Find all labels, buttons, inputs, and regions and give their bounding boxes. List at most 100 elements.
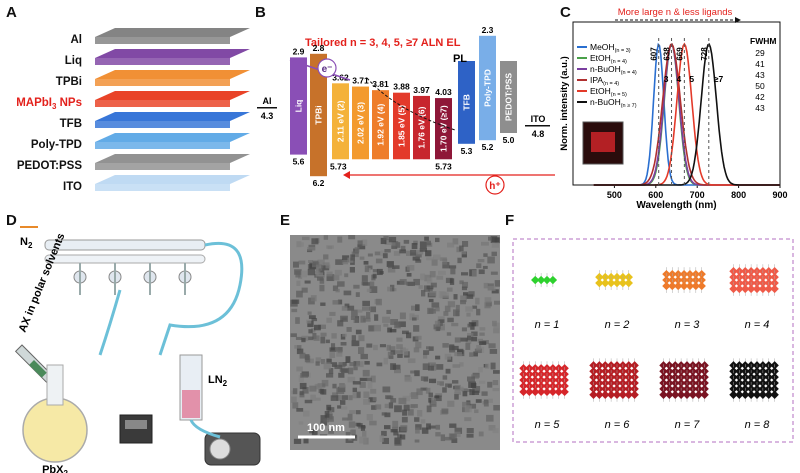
structure-label-6: n = 6 [605,419,631,431]
energy-block-4 [352,86,369,160]
nanoplatelet-626 [494,300,500,305]
nanoplatelet-75 [320,302,326,306]
ln2-liquid [182,390,200,418]
nanoplatelet-605 [415,335,422,340]
transfer-dash [366,77,456,131]
nanoplatelet-502 [298,260,306,265]
nanoplatelet-129 [375,258,383,264]
panel-f-letter: F [505,212,515,229]
nanoplatelet-380 [325,339,330,344]
nanoplatelet-628 [342,333,347,337]
nanoplatelet-414 [415,304,420,311]
nanoplatelet-211 [449,423,457,428]
nanoplatelet-209 [452,238,459,245]
energy-block-bottom-10: 5.2 [482,142,494,152]
nanoplatelet-273 [319,278,325,284]
layer-top-2 [95,49,250,58]
nanoplatelet-30 [421,289,426,297]
energy-block-name-11: PEDOT:PSS [504,73,514,122]
structure-6 [589,358,639,402]
nanoplatelet-316 [366,288,372,293]
legend-entry-1: MeOH(n = 3) [590,42,631,54]
nanoplatelet-638 [486,414,494,422]
nanoplatelet-33 [398,321,406,328]
nanoplatelet-288 [384,403,389,409]
nanoplatelet-215 [416,388,423,396]
energy-block-8 [435,98,452,160]
nanoplatelet-198 [465,343,471,350]
nanoplatelet-116 [437,316,445,323]
nanoplatelet-539 [358,347,365,354]
nanoplatelet-402 [471,336,478,342]
nanoplatelet-41 [331,343,336,351]
nanoplatelet-336 [335,288,340,293]
nanoplatelet-567 [454,394,459,400]
nanoplatelet-304 [383,357,388,365]
energy-block-1 [290,57,307,155]
nanoplatelet-3 [348,395,353,401]
octahedron [548,387,558,397]
nanoplatelet-25 [391,245,398,249]
nanoplatelet-328 [296,348,304,355]
nanoplatelet-247 [313,335,320,341]
nanoplatelet-34 [392,420,399,428]
nanoplatelet-475 [487,286,496,291]
structure-label-2: n = 2 [605,319,630,331]
nanoplatelet-505 [383,323,389,327]
nanoplatelet-531 [308,315,316,319]
nanoplatelet-10 [471,331,478,337]
structure-7 [659,358,709,402]
nanoplatelet-647 [406,265,415,271]
nanoplatelet-4 [338,372,345,378]
nanoplatelet-275 [337,236,343,243]
gas-manifold [44,239,206,251]
nanoplatelet-496 [434,320,441,327]
peak-label-3: 669 [675,47,684,61]
nanoplatelet-284 [396,344,403,350]
nanoplatelet-615 [314,324,321,331]
nanoplatelet-106 [451,438,458,443]
x-axis-label: Wavelength (nm) [636,200,716,211]
nanoplatelet-79 [384,412,391,418]
energy-block-7 [413,95,430,160]
nanoplatelet-620 [426,240,431,246]
nanoplatelet-300 [469,352,474,357]
structure-label-4: n = 4 [745,319,770,331]
nanoplatelet-514 [429,271,436,278]
nanoplatelet-504 [334,364,343,370]
octahedron [758,390,768,399]
nanoplatelet-425 [413,347,420,353]
nanoplatelet-56 [435,432,441,437]
nanoplatelet-224 [332,285,339,292]
nanoplatelet-532 [407,409,414,416]
nanoplatelet-643 [462,391,468,397]
nanoplatelet-152 [471,374,479,379]
nanoplatelet-595 [400,425,408,432]
energy-block-bottom-2: 6.2 [313,178,325,188]
nanoplatelet-555 [299,352,306,359]
nanoplatelet-130 [478,269,485,275]
nanoplatelet-139 [310,394,316,401]
octahedron [618,278,628,288]
nanoplatelet-216 [401,348,409,356]
nanoplatelet-159 [431,258,438,266]
pl-label: PL [453,53,467,65]
nanoplatelet-314 [493,405,500,411]
energy-block-2 [310,53,327,177]
nanoplatelet-193 [388,236,397,243]
octahedron [700,390,709,399]
scale-bar-label: 100 nm [307,422,345,434]
nanoplatelet-255 [386,309,391,315]
pbx2-label: PbX2 [42,464,68,473]
nanoplatelet-457 [336,350,343,357]
nanoplatelet-136 [435,393,443,397]
nanoplatelet-301 [494,280,500,287]
flask-neck [46,364,64,406]
nanoplatelet-629 [304,355,311,363]
nanoplatelet-16 [488,425,496,431]
nanoplatelet-406 [409,313,415,321]
nanoplatelet-579 [464,405,472,413]
nanoplatelet-203 [327,245,333,250]
led-emission [591,132,615,152]
